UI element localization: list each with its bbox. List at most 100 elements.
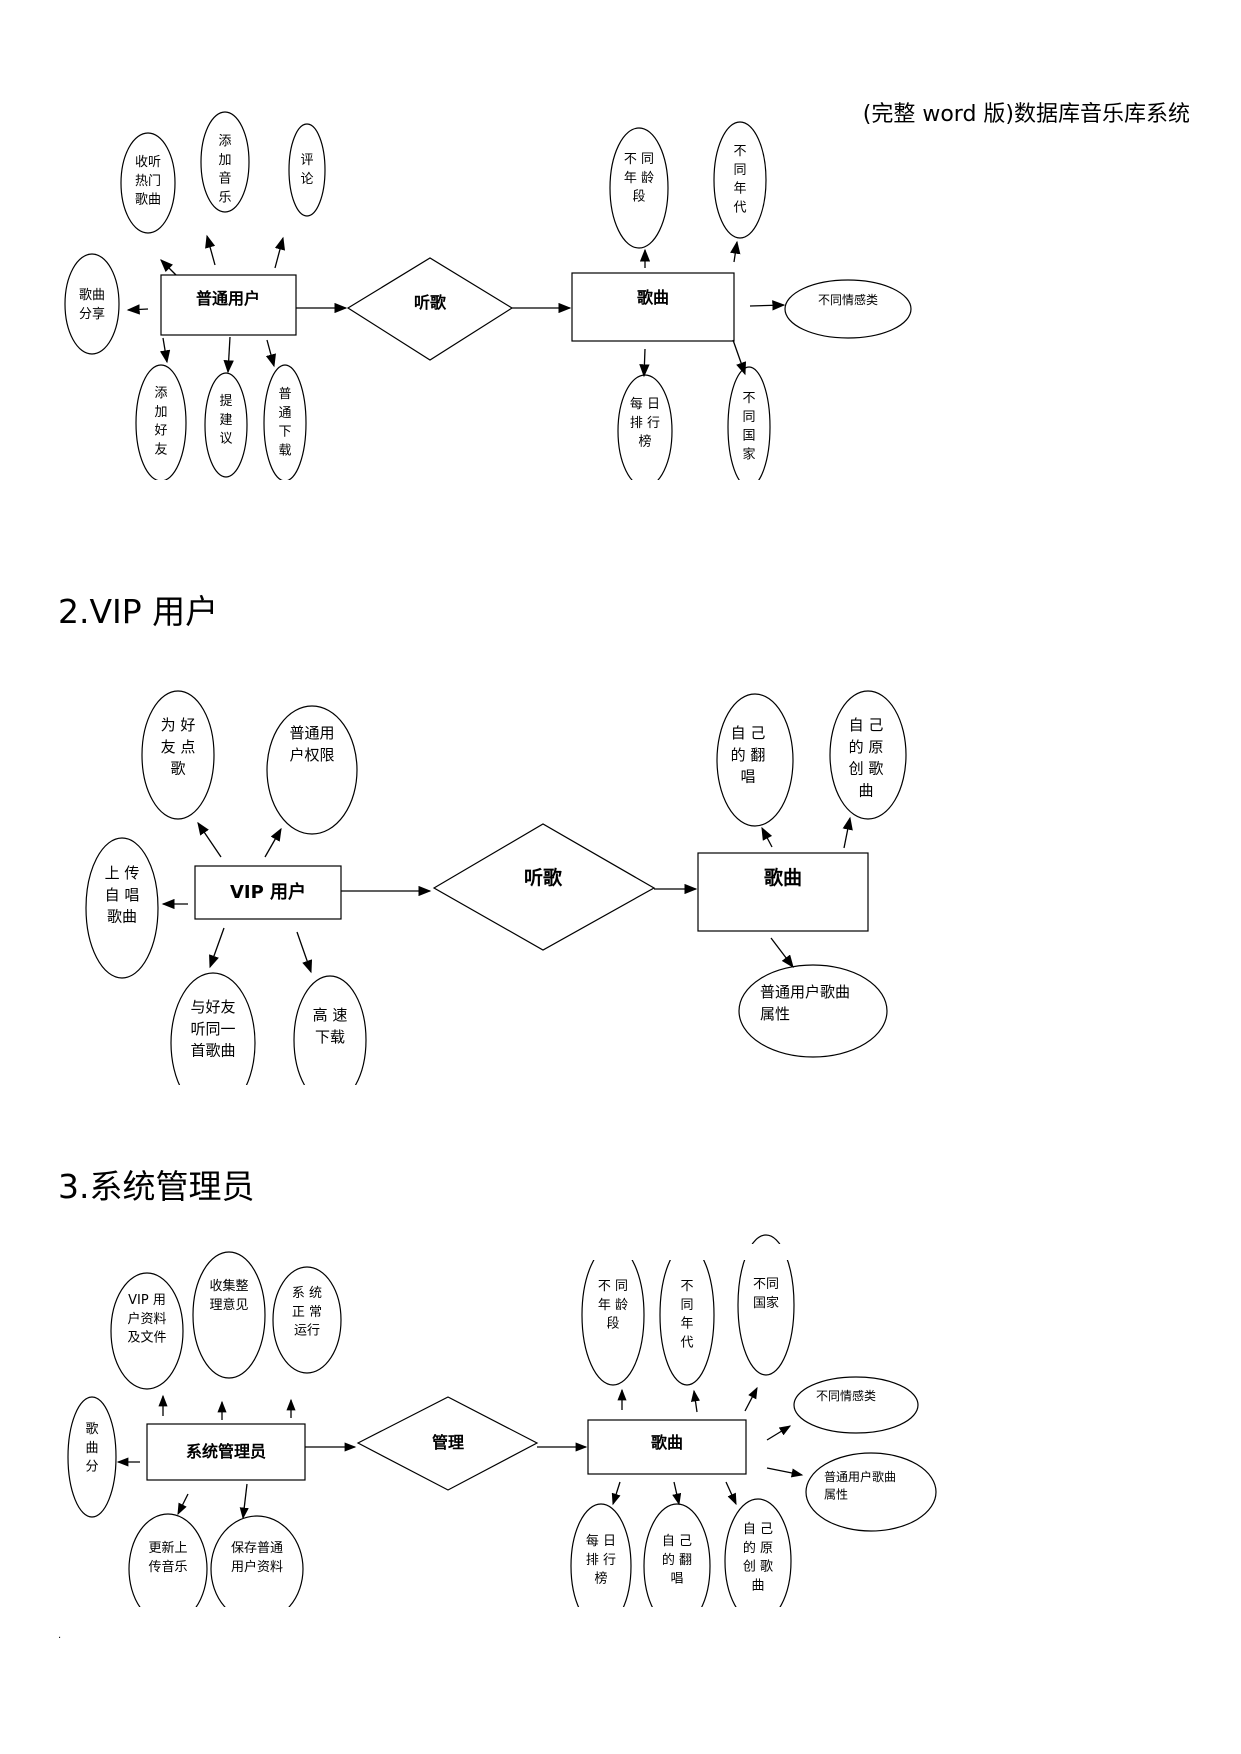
attr-line: 首歌曲	[190, 1042, 235, 1060]
attr-daily-chart: 每 日排 行榜	[617, 374, 673, 488]
attr-age-group-admin: 不 同年 龄段	[581, 1244, 645, 1386]
attr-label: 提建议	[219, 393, 232, 447]
entity-normal-user	[160, 274, 297, 336]
attr-era-admin: 不同年代	[659, 1244, 715, 1386]
attr-line: 评	[300, 153, 313, 168]
attr-line: 国	[742, 429, 755, 444]
attr-save-user: 保存普通用户资料	[210, 1515, 304, 1623]
attr-label: 自 己的 翻唱	[731, 724, 766, 786]
attr-line: 唱	[670, 1572, 683, 1587]
attr-line: 不 同	[598, 1279, 628, 1294]
attr-line: 榜	[638, 434, 651, 450]
attr-download: 普通下载	[263, 364, 307, 482]
attr-line: 歌	[170, 760, 185, 778]
attr-daily-chart-admin: 每 日排 行榜	[570, 1503, 632, 1629]
attr-label: 不同国家	[753, 1277, 779, 1311]
attr-line: 曲	[858, 781, 873, 799]
attr-label: 自 己的 原创 歌曲	[849, 716, 884, 799]
attr-request-song: 为 好友 点歌	[141, 690, 215, 820]
section-heading-vip: 2.VIP 用户	[58, 592, 219, 631]
attr-add-friend: 添加好友	[135, 364, 187, 482]
attr-line: 家	[742, 447, 755, 463]
attr-line: 每 日	[586, 1533, 616, 1549]
attr-line: 友 点	[161, 738, 196, 756]
attr-country-admin: 不同国家	[737, 1234, 795, 1376]
attr-line: 不	[742, 391, 755, 406]
attr-line: 排 行	[586, 1553, 616, 1568]
er-diagram-vip-user: 为 好友 点歌 普通用户权限 上 传自 唱歌曲 与好友听同一首歌曲 高 速下载 …	[85, 690, 907, 1114]
attr-line: 年 龄	[624, 171, 654, 186]
relation-listen-vip	[432, 823, 656, 951]
attr-line: 添	[218, 134, 231, 149]
attr-suggest: 提建议	[204, 372, 248, 478]
entity-admin-label: 系统管理员	[186, 1442, 266, 1461]
attr-system: 系 统正 常运行	[272, 1266, 342, 1374]
attr-label: 每 日排 行榜	[630, 396, 660, 450]
attr-line: 普通用	[289, 724, 334, 742]
attr-line: 段	[632, 190, 645, 205]
attr-line: 不	[680, 1279, 693, 1294]
attr-line: 传音乐	[148, 1559, 187, 1575]
attr-line: 每 日	[630, 396, 660, 412]
attr-line: 理意见	[209, 1297, 248, 1313]
attr-line: 音	[218, 171, 231, 187]
attr-line: 排 行	[630, 416, 660, 431]
attr-label: 上 传自 唱歌曲	[105, 864, 140, 926]
attr-original: 自 己的 原创 歌曲	[829, 690, 907, 820]
attr-label: 普通用户歌曲属性	[760, 983, 850, 1023]
attr-label: 保存普通用户资料	[231, 1541, 283, 1575]
attr-label: 评论	[300, 153, 313, 187]
attr-label: 歌曲分	[85, 1422, 98, 1475]
attr-line: 为 好	[161, 716, 196, 734]
attr-line: 通	[278, 406, 291, 421]
attr-line: 载	[278, 444, 291, 459]
attr-era: 不同年代	[713, 121, 767, 239]
attr-collect: 收集整理意见	[192, 1251, 266, 1379]
attr-line: 属性	[824, 1487, 848, 1501]
entity-admin	[146, 1423, 306, 1481]
attr-original-admin: 自 己的 原创 歌曲	[724, 1498, 792, 1624]
attr-line: 年	[733, 182, 746, 197]
connectors	[161, 816, 853, 974]
attr-emotion-admin: 不同情感类	[793, 1376, 919, 1434]
attr-line: 年 龄	[598, 1298, 628, 1313]
attr-label: 为 好友 点歌	[161, 716, 196, 778]
attr-upload: 上 传自 唱歌曲	[85, 837, 159, 979]
er-diagram-admin: VIP 用户资料及文件 收集整理意见 系 统正 常运行 歌曲分 更新上传音乐 保…	[67, 1234, 937, 1629]
attr-cover: 自 己的 翻唱	[716, 693, 794, 827]
entity-normal-user-label: 普通用户	[196, 289, 260, 308]
attr-normal-rights: 普通用户权限	[266, 705, 358, 835]
attr-line: 不	[733, 144, 746, 159]
attr-line: 不同	[753, 1277, 779, 1292]
attr-line: 用户资料	[231, 1559, 283, 1575]
attr-line: 听同一	[190, 1020, 235, 1038]
attr-line: 代	[680, 1336, 693, 1351]
attr-line: 分享	[79, 306, 105, 322]
attr-line: 高 速	[313, 1006, 348, 1024]
attr-share: 歌曲分享	[64, 253, 120, 355]
attr-line: 户资料	[127, 1311, 166, 1327]
connectors	[116, 1386, 804, 1520]
attr-line: 更新上	[148, 1540, 187, 1556]
attr-comment: 评论	[288, 123, 326, 217]
attr-label: 添加音乐	[218, 134, 231, 206]
attr-label: 更新上传音乐	[148, 1540, 187, 1575]
entity-song-admin	[587, 1419, 747, 1475]
attr-label: 不 同年 龄段	[624, 152, 654, 205]
attr-label: 自 己的 原创 歌曲	[743, 1522, 773, 1594]
attr-label: 普通用户歌曲属性	[824, 1469, 896, 1501]
attr-line: 好	[154, 424, 167, 439]
attr-emotion: 不同情感类	[784, 279, 912, 339]
er-diagram-normal-user: 收听热门歌曲 添加音乐 评论 歌曲分享 添加好友 提建议 普通下载 不 同年 龄…	[40, 111, 920, 510]
attr-line: 段	[606, 1317, 619, 1332]
attr-line: 年	[680, 1317, 693, 1332]
attr-line: 加	[218, 153, 231, 168]
attr-line: 同	[742, 410, 755, 425]
attr-line: 普	[278, 387, 291, 402]
entity-song-vip	[697, 852, 869, 932]
attr-line: 议	[219, 432, 232, 447]
attr-song-normal-attrs: 普通用户歌曲属性	[738, 964, 888, 1058]
attr-line: 收集整	[209, 1278, 248, 1294]
attr-vip-data: VIP 用户资料及文件	[110, 1272, 184, 1390]
entity-song-admin-label: 歌曲	[651, 1433, 683, 1452]
